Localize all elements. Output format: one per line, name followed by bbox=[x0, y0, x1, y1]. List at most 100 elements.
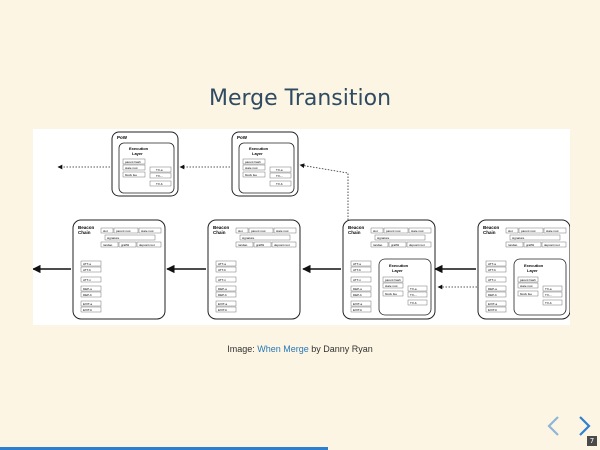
execution-layer-box: Execution Layer parent hash state root b… bbox=[238, 142, 295, 194]
op-att-n: ATT-n bbox=[218, 278, 226, 282]
exec-label-1: Execution bbox=[389, 263, 409, 268]
next-slide-button[interactable] bbox=[575, 415, 593, 437]
field-state-root: state root bbox=[276, 229, 289, 233]
field-block-fee: block fee bbox=[125, 173, 137, 177]
exec-label-2: Layer bbox=[132, 151, 143, 156]
field-graffiti: graffiti bbox=[121, 243, 129, 247]
image-caption: Image: When Merge by Danny Ryan bbox=[0, 344, 600, 354]
field-state-root: state root bbox=[245, 166, 258, 170]
beacon-label-1: Beacon bbox=[78, 225, 95, 230]
field-parent-root: parent root bbox=[251, 229, 266, 233]
op-dep-a: DEP-a bbox=[353, 287, 362, 291]
field-parent-hash: parent hash bbox=[385, 278, 401, 282]
field-state-root: state root bbox=[520, 284, 533, 288]
field-state-root: state root bbox=[411, 229, 424, 233]
op-exit-a: EXIT-a bbox=[488, 302, 498, 306]
pow-block-2: PoW Execution Layer parent hash state ro… bbox=[231, 131, 299, 197]
exec-label-1: Execution bbox=[524, 263, 544, 268]
field-slot: slot bbox=[508, 229, 513, 233]
beacon-label-1: Beacon bbox=[348, 225, 365, 230]
beacon-label-2: Chain bbox=[213, 230, 226, 235]
caption-suffix: by Danny Ryan bbox=[308, 344, 373, 354]
field-slot: slot bbox=[238, 229, 243, 233]
field-slot: slot bbox=[103, 229, 108, 233]
field-signature: signature bbox=[242, 236, 255, 240]
field-signature: signature bbox=[512, 236, 525, 240]
op-exit-b: EXIT-b bbox=[83, 308, 93, 312]
chevron-right-icon bbox=[579, 416, 591, 436]
tx-b: TX-b bbox=[156, 182, 163, 186]
field-block-fee: block fee bbox=[520, 292, 532, 296]
tx-b: TX-b bbox=[410, 301, 417, 305]
field-randao: randao bbox=[103, 243, 113, 247]
execution-layer-box: Execution Layer parent hash state root b… bbox=[118, 142, 175, 194]
op-dep-a: DEP-a bbox=[218, 287, 227, 291]
field-deposit-root: deposit root bbox=[409, 243, 425, 247]
op-att-b: ATT-b bbox=[218, 268, 226, 272]
op-exit-b: EXIT-b bbox=[488, 308, 498, 312]
caption-link[interactable]: When Merge bbox=[257, 344, 309, 354]
tx-more: TX-... bbox=[545, 293, 552, 297]
op-exit-a: EXIT-a bbox=[83, 302, 93, 306]
op-exit-a: EXIT-a bbox=[353, 302, 363, 306]
tx-b: TX-b bbox=[545, 301, 552, 305]
field-randao: randao bbox=[508, 243, 518, 247]
field-randao: randao bbox=[238, 243, 248, 247]
field-slot: slot bbox=[373, 229, 378, 233]
field-parent-hash: parent hash bbox=[245, 160, 261, 164]
op-att-n: ATT-n bbox=[353, 278, 361, 282]
field-graffiti: graffiti bbox=[526, 243, 534, 247]
op-dep-b: DEP-b bbox=[353, 293, 362, 297]
beacon-label-2: Chain bbox=[78, 230, 91, 235]
op-dep-b: DEP-b bbox=[83, 293, 92, 297]
exec-label-2: Layer bbox=[527, 268, 538, 273]
field-parent-root: parent root bbox=[386, 229, 401, 233]
field-parent-root: parent root bbox=[521, 229, 536, 233]
tx-b: TX-b bbox=[276, 182, 283, 186]
pow-label: PoW bbox=[117, 135, 128, 140]
tx-more: TX-... bbox=[156, 174, 163, 178]
op-dep-b: DEP-b bbox=[488, 293, 497, 297]
op-att-b: ATT-b bbox=[488, 268, 496, 272]
pow-block-1: PoW Execution Layer parent hash state ro… bbox=[111, 131, 179, 197]
exec-label-2: Layer bbox=[392, 268, 403, 273]
chevron-left-icon bbox=[547, 416, 559, 436]
field-signature: signature bbox=[377, 236, 390, 240]
beacon-label-1: Beacon bbox=[213, 225, 230, 230]
field-state-root: state root bbox=[385, 284, 398, 288]
caption-prefix: Image: bbox=[227, 344, 258, 354]
prev-slide-button[interactable] bbox=[545, 415, 563, 437]
field-state-root: state root bbox=[125, 166, 138, 170]
beacon-label-1: Beacon bbox=[483, 225, 500, 230]
op-exit-b: EXIT-b bbox=[353, 308, 363, 312]
field-graffiti: graffiti bbox=[391, 243, 399, 247]
field-state-root: state root bbox=[546, 229, 559, 233]
field-parent-hash: parent hash bbox=[520, 278, 536, 282]
op-att-a: ATT-a bbox=[488, 262, 496, 266]
merge-diagram: PoW Execution Layer parent hash state ro… bbox=[32, 129, 571, 325]
op-exit-b: EXIT-b bbox=[218, 308, 228, 312]
field-parent-root: parent root bbox=[116, 229, 131, 233]
field-block-fee: block fee bbox=[385, 292, 397, 296]
tx-a: TX-a bbox=[410, 287, 417, 291]
op-dep-a: DEP-a bbox=[83, 287, 92, 291]
field-deposit-root: deposit root bbox=[139, 243, 155, 247]
tx-a: TX-a bbox=[276, 168, 283, 172]
field-block-fee: block fee bbox=[245, 173, 257, 177]
pow-label: PoW bbox=[237, 135, 248, 140]
op-exit-a: EXIT-a bbox=[218, 302, 228, 306]
op-att-a: ATT-a bbox=[353, 262, 361, 266]
progress-bar bbox=[0, 447, 328, 450]
op-att-a: ATT-a bbox=[83, 262, 91, 266]
op-att-b: ATT-b bbox=[83, 268, 91, 272]
op-dep-a: DEP-a bbox=[488, 287, 497, 291]
op-att-n: ATT-n bbox=[488, 278, 496, 282]
tx-a: TX-a bbox=[156, 168, 163, 172]
beacon-label-2: Chain bbox=[348, 230, 361, 235]
field-randao: randao bbox=[373, 243, 383, 247]
tx-more: TX-... bbox=[410, 293, 417, 297]
exec-label-1: Execution bbox=[129, 146, 149, 151]
